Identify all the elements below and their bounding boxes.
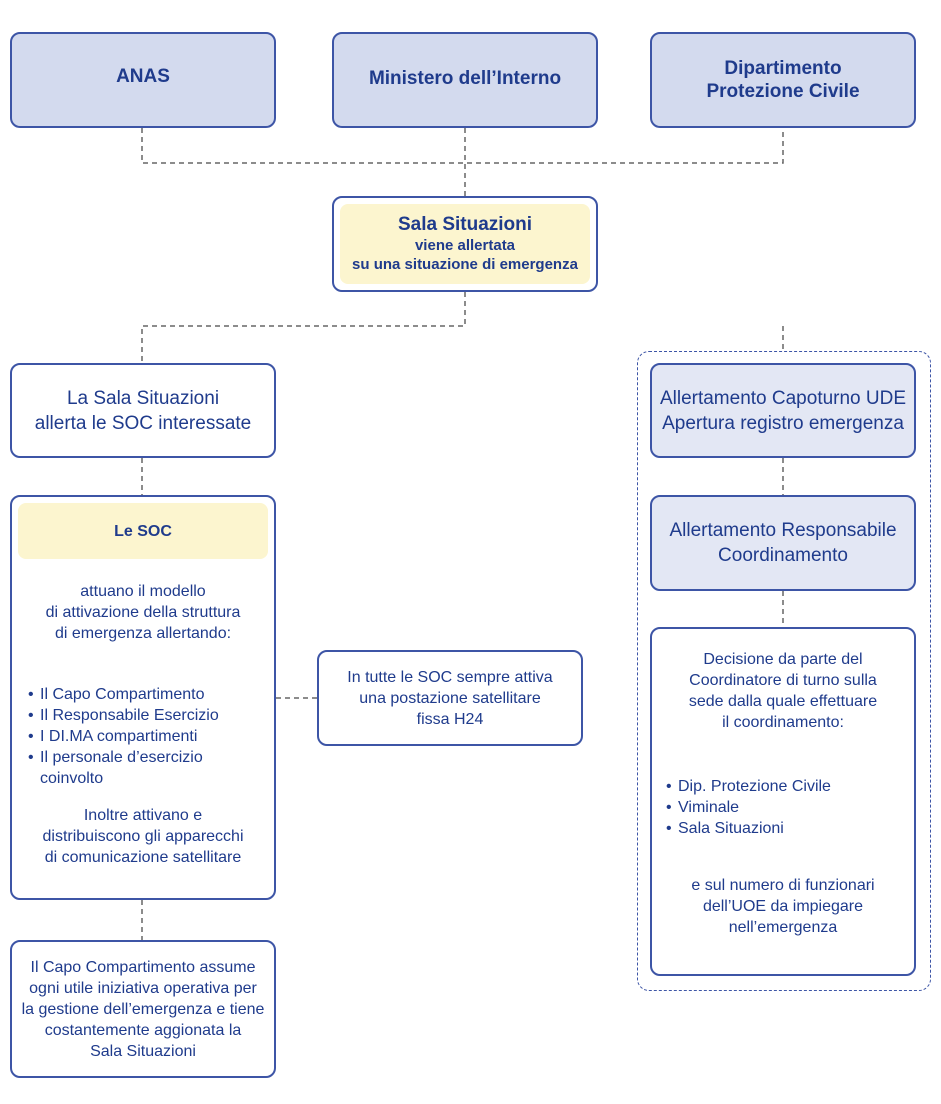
sala-line2: viene allertata <box>414 237 516 254</box>
decisione-intro: Decisione da parte del Coordinatore di t… <box>689 649 877 733</box>
list-item: Il Capo Compartimento <box>28 684 243 705</box>
responsabile-line: Coordinamento <box>718 545 848 566</box>
sala-line3: su una situazione di emergenza <box>352 256 578 273</box>
soc-outro-line: Inoltre attivano e <box>83 807 203 824</box>
satellite-line: fissa H24 <box>416 710 484 728</box>
soc-allert-list: Il Capo Compartimento Il Responsabile Es… <box>28 684 243 789</box>
decisione-outro-line: dell’UOE da impiegare <box>702 898 864 915</box>
satellite-line: una postazione satellitare <box>359 689 541 707</box>
soc-intro-line: di attivazione della struttura <box>45 604 241 621</box>
sala-situazioni-box: Sala Situazioni viene allertata su una s… <box>332 196 598 292</box>
dipartimento-box: Dipartimento Protezione Civile <box>650 32 916 128</box>
list-item: Sala Situazioni <box>666 818 831 839</box>
capo-compartimento-box: Il Capo Compartimento assume ogni utile … <box>10 940 276 1078</box>
sala-situazioni-highlight: Sala Situazioni viene allertata su una s… <box>340 204 590 284</box>
capoturno-line: Apertura registro emergenza <box>662 412 904 434</box>
soc-title: Le SOC <box>114 522 172 540</box>
capo-line: Il Capo Compartimento assume <box>30 958 256 976</box>
capo-line: ogni utile iniziativa operativa per <box>29 979 257 997</box>
soc-outro-line: di comunicazione satellitare <box>44 849 242 866</box>
responsabile-line: Allertamento Responsabile <box>669 520 897 541</box>
satellite-line: In tutte le SOC sempre attiva <box>347 668 553 686</box>
decisione-intro-line: Coordinatore di turno sulla <box>689 672 877 689</box>
sala-title: Sala Situazioni <box>397 214 533 235</box>
decisione-box: Decisione da parte del Coordinatore di t… <box>650 627 916 976</box>
sala-allerta-line1: La Sala Situazioni <box>66 387 220 409</box>
decisione-outro-line: e sul numero di funzionari <box>691 877 875 894</box>
decisione-outro: e sul numero di funzionari dell’UOE da i… <box>691 875 874 938</box>
ministero-box: Ministero dell’Interno <box>332 32 598 128</box>
decisione-outro-line: nell’emergenza <box>728 919 838 936</box>
list-item: Il personale d’esercizio coinvolto <box>28 747 243 789</box>
soc-outro-line: distribuiscono gli apparecchi <box>42 828 244 845</box>
decisione-intro-line: il coordinamento: <box>722 714 844 731</box>
connector-top-row <box>141 128 784 164</box>
list-item: I DI.MA compartimenti <box>28 726 243 747</box>
list-item: Viminale <box>666 797 831 818</box>
responsabile-box: Allertamento Responsabile Coordinamento <box>650 495 916 591</box>
sala-allerta-soc-box: La Sala Situazioni allerta le SOC intere… <box>10 363 276 458</box>
anas-label: ANAS <box>116 65 170 87</box>
decisione-intro-line: sede dalla quale effettuare <box>688 693 878 710</box>
soc-intro-line: attuano il modello <box>80 583 206 600</box>
soc-intro: attuano il modello di attivazione della … <box>46 581 241 644</box>
capo-line: Sala Situazioni <box>90 1042 196 1060</box>
decisione-intro-line: Decisione da parte del <box>703 651 863 668</box>
list-item: Il Responsabile Esercizio <box>28 705 243 726</box>
list-item: Dip. Protezione Civile <box>666 776 831 797</box>
dipartimento-label-line1: Dipartimento <box>724 58 842 79</box>
soc-title-highlight: Le SOC <box>18 503 268 559</box>
anas-box: ANAS <box>10 32 276 128</box>
decisione-sedi-list: Dip. Protezione Civile Viminale Sala Sit… <box>666 776 831 839</box>
ministero-label: Ministero dell’Interno <box>368 68 562 89</box>
capo-line: costantemente aggionata la <box>44 1021 242 1039</box>
satellite-box: In tutte le SOC sempre attiva una postaz… <box>317 650 583 746</box>
soc-box: Le SOC attuano il modello di attivazione… <box>10 495 276 900</box>
connector-sala-branches <box>141 292 466 363</box>
capo-line: la gestione dell’emergenza e tiene <box>21 1000 265 1018</box>
capoturno-line: Allertamento Capoturno UDE <box>659 387 907 409</box>
dipartimento-label-line2: Protezione Civile <box>706 81 860 102</box>
soc-intro-line: di emergenza allertando: <box>54 625 232 642</box>
sala-allerta-line2: allerta le SOC interessate <box>34 412 252 434</box>
right-group-frame <box>637 351 931 991</box>
soc-outro: Inoltre attivano e distribuiscono gli ap… <box>43 805 244 868</box>
capoturno-box: Allertamento Capoturno UDE Apertura regi… <box>650 363 916 458</box>
